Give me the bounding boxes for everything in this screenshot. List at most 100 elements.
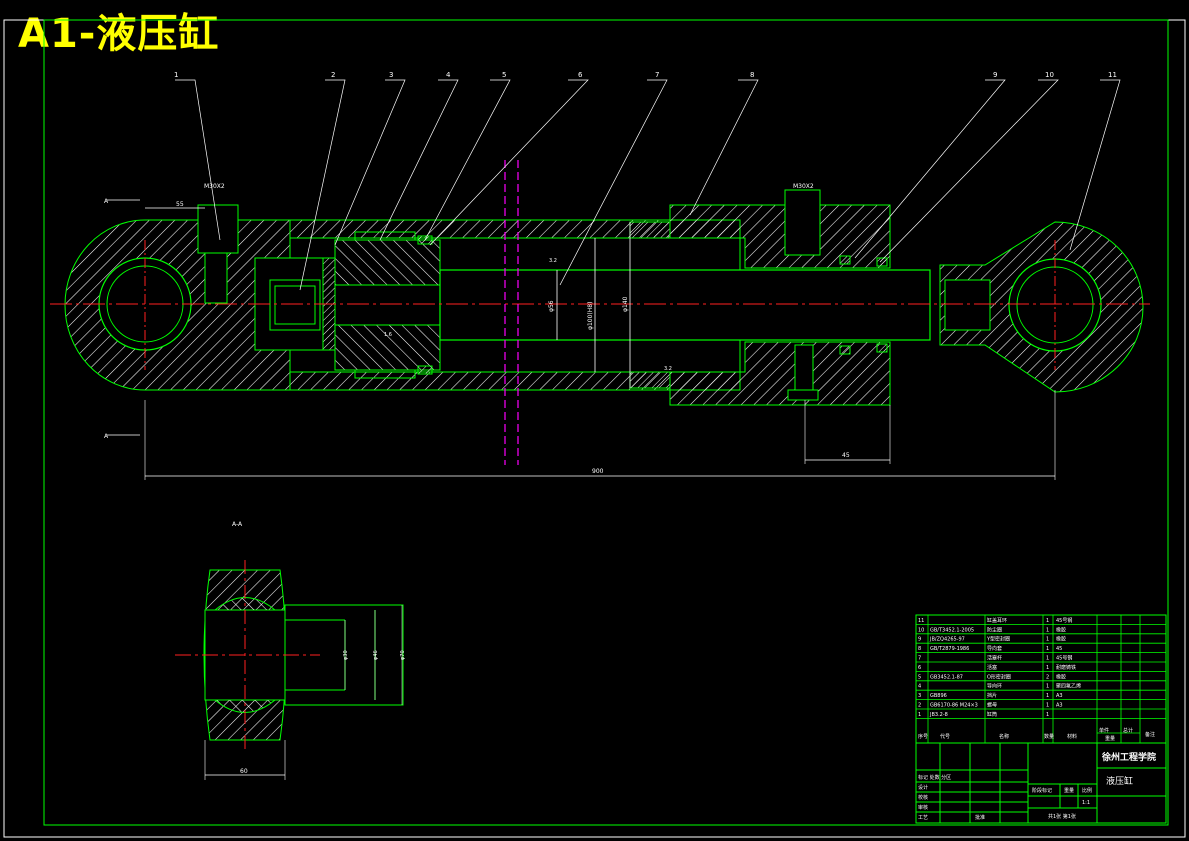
drawing-name: 液压缸 — [1106, 775, 1133, 787]
bom-header-no: 序号 — [918, 733, 928, 740]
port-thread-right: M30X2 — [793, 183, 814, 190]
dim-sec-d1: φ30 — [343, 650, 349, 660]
bom-row-qty: 1 — [1046, 618, 1049, 624]
role-mark: 标记 处数 分区 — [918, 774, 951, 781]
balloon-6: 6 — [578, 71, 583, 79]
bom-row-no: 2 — [918, 703, 921, 709]
bom-row-no: 6 — [918, 665, 921, 671]
bom-row-code: JB/ZQ4265-97 — [929, 637, 965, 643]
balloon-2: 2 — [331, 71, 335, 79]
balloon-4: 4 — [446, 71, 451, 79]
bom-row-qty: 1 — [1046, 665, 1049, 671]
bom-row-no: 1 — [918, 712, 921, 718]
bom-row-qty: 1 — [1046, 656, 1049, 662]
balloon-9: 9 — [993, 71, 997, 79]
dim-head-length: 45 — [842, 452, 850, 459]
bom-row-material: 橡胶 — [1056, 636, 1066, 643]
bom-row-material: A3 — [1056, 693, 1063, 699]
bom-row-name: 导向环 — [987, 683, 1002, 690]
role-process: 工艺 — [918, 815, 928, 821]
bom-row-material: A3 — [1056, 703, 1063, 709]
bom-row-name: 导向套 — [987, 645, 1002, 652]
bom-row-material: 45号钢 — [1056, 655, 1072, 662]
bom-row-code: GB/T2879-1986 — [930, 646, 969, 652]
section-marker-bottom: A — [104, 433, 109, 440]
stage-label: 阶段标记 — [1032, 787, 1052, 794]
title-block — [915, 742, 1167, 824]
bom-row-no: 9 — [918, 637, 921, 643]
balloon-3: 3 — [389, 71, 393, 79]
inner-frame — [43, 19, 1169, 826]
roughness-c: 3.2 — [664, 366, 672, 372]
bom-row-no: 11 — [918, 618, 924, 624]
outer-frame — [3, 19, 1186, 838]
bom-row-qty: 1 — [1046, 703, 1049, 709]
bom-header-total-weight: 总计 — [1123, 727, 1133, 734]
balloon-5: 5 — [502, 71, 506, 79]
bom-row-code: GB/T3452.1-2005 — [930, 627, 974, 633]
balloon-10: 10 — [1045, 71, 1054, 79]
section-marker-top: A — [104, 198, 109, 205]
bom-row-code: GB896 — [930, 693, 947, 699]
scale-label: 比例 — [1082, 787, 1092, 794]
bom-row-material: 45号钢 — [1056, 617, 1072, 624]
bom-row-material: 橡胶 — [1056, 626, 1066, 633]
bom-row-name: 活塞杆 — [987, 655, 1002, 662]
drawing-banner-title: A1-液压缸 — [18, 11, 220, 57]
bom-header-unit-weight: 单件 — [1099, 727, 1109, 734]
port-thread-left: M30X2 — [204, 183, 225, 190]
bom-row-name: 防尘圈 — [987, 626, 1002, 633]
dim-rod-dia: φ56 — [548, 300, 555, 312]
bom-row-code: GB6170-86 M24×3 — [930, 703, 978, 709]
bom-row-no: 10 — [918, 627, 924, 633]
roughness-a: 3.2 — [549, 258, 557, 264]
bom-header-weight: 重量 — [1105, 735, 1115, 742]
dim-port-offset: 55 — [176, 201, 184, 208]
balloon-11: 11 — [1108, 71, 1117, 79]
bom-header-qty: 数量 — [1044, 733, 1054, 740]
bom-row-no: 3 — [918, 693, 921, 699]
balloon-1: 1 — [174, 71, 178, 79]
sheet-count: 共1张 第1张 — [1048, 813, 1076, 820]
bom-row-material: 45 — [1056, 646, 1062, 652]
roughness-b: 1.6 — [384, 332, 392, 338]
balloon-7: 7 — [655, 71, 659, 79]
bom-row-no: 4 — [918, 684, 921, 690]
dim-piston-dia: φ100(H8) — [587, 302, 594, 330]
bom-header-name: 名称 — [999, 733, 1009, 740]
dim-sec-d3: φ70 — [400, 650, 406, 660]
bom-header-note: 备注 — [1145, 731, 1155, 738]
section-view-aa: A-A 60 φ30 φ46 φ70 — [175, 521, 406, 780]
title-block-text: 徐州工程学院 液压缸 阶段标记 重量 比例 1:1 共1张 第1张 标记 处数 … — [918, 751, 1156, 821]
bom-row-name: O形密封圈 — [987, 673, 1011, 680]
scale-value: 1:1 — [1082, 800, 1090, 806]
bom-row-qty: 1 — [1046, 646, 1049, 652]
bom-row-qty: 1 — [1046, 637, 1049, 643]
role-design: 设计 — [918, 784, 928, 791]
school-name: 徐州工程学院 — [1101, 751, 1156, 763]
bom-row-name: 缸筒 — [987, 711, 997, 718]
bom-header-code: 代号 — [940, 733, 950, 740]
dim-total-length: 900 — [592, 468, 604, 475]
dim-bore-dia: φ140 — [622, 296, 629, 312]
bom-row-no: 5 — [918, 674, 921, 680]
bom-row-qty: 1 — [1046, 684, 1049, 690]
section-label: A-A — [232, 521, 243, 528]
bom-row-qty: 1 — [1046, 693, 1049, 699]
role-review: 审核 — [918, 804, 928, 811]
balloon-8: 8 — [750, 71, 754, 79]
assembly-view: 1 2 3 4 5 6 7 8 9 10 11 M30X2 M30X2 55 9… — [50, 71, 1150, 480]
bom-row-code: GB3452.1-87 — [930, 674, 963, 680]
bom-row-material: 耐磨铸铁 — [1056, 664, 1076, 671]
bom-row-qty: 1 — [1046, 627, 1049, 633]
bom-header-material: 材料 — [1067, 733, 1077, 740]
role-approve: 批准 — [975, 814, 985, 821]
bom-row-name: 缸盖耳环 — [987, 617, 1007, 624]
bom-row-qty: 1 — [1046, 712, 1049, 718]
bom-row-name: 挡片 — [987, 692, 997, 699]
bom-row-no: 7 — [918, 656, 921, 662]
bom-row-no: 8 — [918, 646, 921, 652]
bom-row-code: JB3.2-8 — [929, 712, 948, 718]
